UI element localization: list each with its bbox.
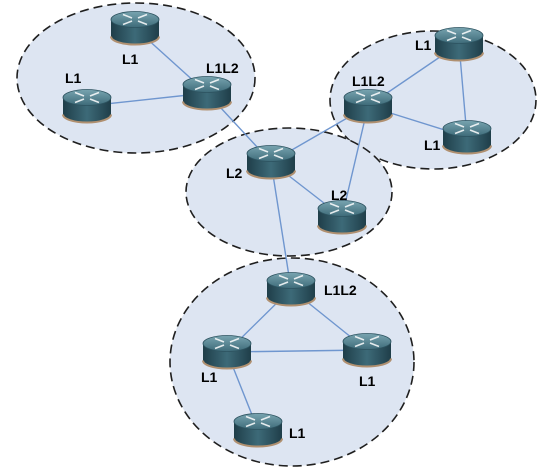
router-icon: [233, 413, 283, 448]
link: [270, 161, 292, 290]
router-icon: [110, 11, 160, 46]
router-icon: [182, 76, 232, 111]
router-label: L1: [415, 37, 432, 53]
area-bottom: [169, 257, 415, 467]
router-icon: [246, 145, 296, 180]
router-label: L1L2: [352, 73, 385, 89]
router-icon: [434, 27, 484, 62]
routers: [62, 11, 492, 448]
router-icon: [266, 272, 316, 307]
router-icon: [442, 120, 492, 155]
router-label: L1: [424, 137, 441, 153]
router-label: L1L2: [324, 282, 357, 298]
router-label: L1: [122, 51, 139, 67]
router-icon: [343, 89, 393, 124]
areas: [16, 2, 537, 467]
router-icon: [317, 200, 367, 235]
area-center: [185, 127, 393, 257]
router-label: L1L2: [206, 60, 239, 76]
router-label: L2: [226, 165, 243, 181]
router-icon: [342, 333, 392, 368]
router-label: L1: [65, 70, 82, 86]
router-label: L2: [331, 187, 348, 203]
router-icon: [202, 335, 252, 370]
router-label: L1: [201, 369, 218, 385]
router-label: L1: [289, 425, 306, 441]
link: [341, 105, 369, 218]
router-label: L1: [359, 373, 376, 389]
router-icon: [62, 89, 112, 124]
router-labels: L1 L1 L1L2 L2 L2 L1L2 L1 L1 L1L2 L1 L1 L…: [65, 37, 441, 441]
